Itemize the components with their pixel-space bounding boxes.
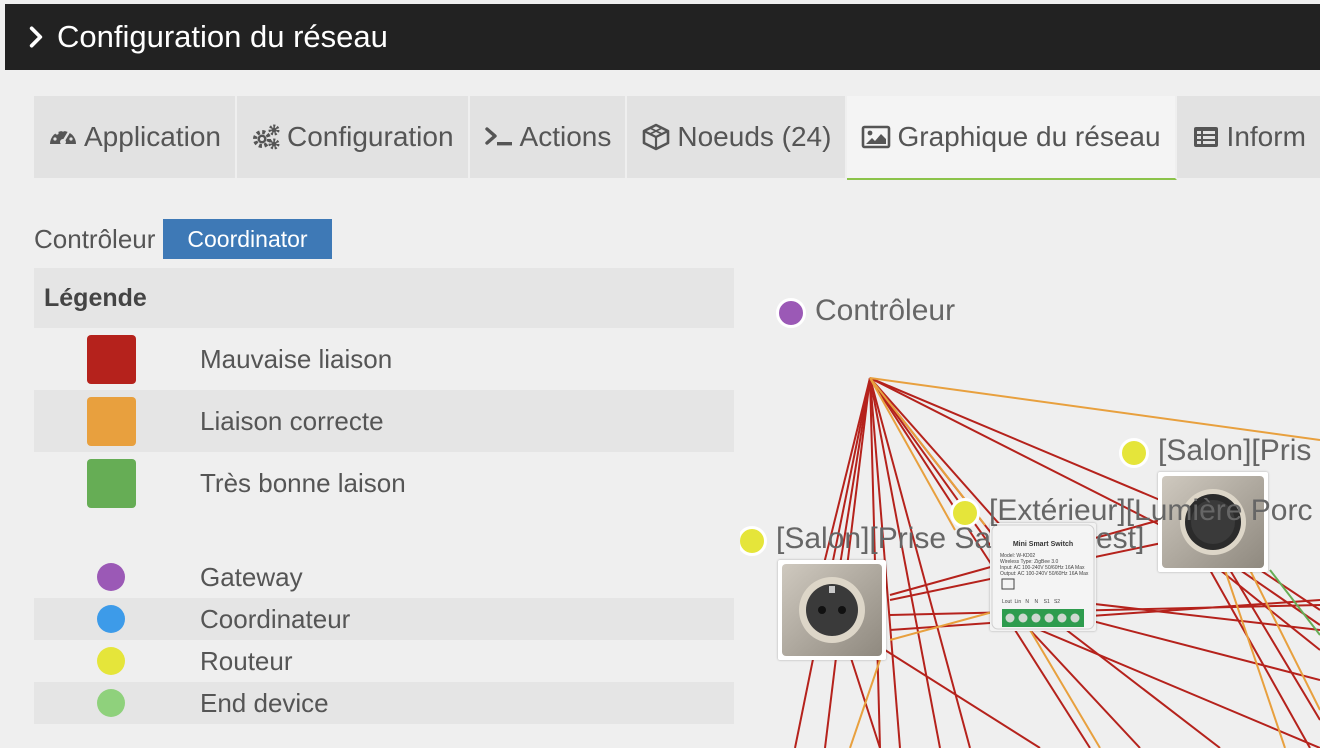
device-output: Output: AC 100-240V 50/60Hz 16A Max (1000, 571, 1089, 577)
controller-node-label: Contrôleur (815, 294, 956, 327)
legend-label: End device (200, 687, 329, 718)
node-type-dot (97, 689, 125, 717)
legend-row-correct-link: Liaison correcte (34, 390, 734, 452)
panel-header[interactable]: Configuration du réseau (5, 4, 1320, 70)
tab-actions[interactable]: Actions (469, 96, 628, 178)
router-node-label: [Extérieur][Lumière Porc (989, 494, 1313, 527)
node-type-dot (97, 647, 125, 675)
legend-row-end-device: End device (34, 682, 734, 724)
device-terminals: Lout Lin N N S1 S2 (1002, 599, 1061, 605)
network-graph[interactable]: Contrôleur [Salon][Pris (740, 270, 1320, 748)
legend-title: Légende (34, 268, 734, 328)
tab-bar: Application Configuration Actions (34, 96, 1320, 180)
router-node-dot[interactable] (1119, 438, 1149, 468)
legend-row-good-link: Très bonne laison (34, 452, 734, 514)
tab-configuration[interactable]: Configuration (236, 96, 470, 178)
smart-switch-icon (991, 524, 1095, 630)
legend-label: Coordinateur (200, 603, 351, 634)
tab-label: Actions (519, 121, 612, 152)
router-node-label-tail: est] (1096, 522, 1145, 555)
device-title: Mini Smart Switch (1012, 541, 1074, 548)
legend-label: Routeur (200, 645, 293, 676)
tab-label: Graphique du réseau (897, 121, 1161, 152)
tab-label: Application (84, 121, 221, 152)
router-node-label: [Salon][Pris (1158, 434, 1312, 467)
terminal-icon (484, 127, 512, 146)
tab-application[interactable]: Application (34, 96, 237, 178)
gauge-icon (50, 128, 76, 145)
tab-label: Inform (1226, 121, 1306, 152)
device-model: Model: W-KD02 (1000, 553, 1036, 559)
tab-informations[interactable]: Inform (1176, 96, 1320, 178)
legend-spacer (34, 514, 734, 556)
legend-row-gateway: Gateway (34, 556, 734, 598)
legend-row-bad-link: Mauvaise liaison (34, 328, 734, 390)
legend-panel: Légende Mauvaise liaison Liaison correct… (34, 268, 734, 724)
color-swatch (87, 396, 136, 446)
tab-label: Noeuds (24) (677, 121, 832, 152)
power-outlet-icon (782, 564, 882, 656)
legend-label: Liaison correcte (200, 405, 384, 436)
table-icon (1193, 127, 1218, 147)
outlet-device-image[interactable] (778, 560, 886, 660)
image-icon (862, 125, 891, 149)
legend-row-coordinator: Coordinateur (34, 598, 734, 640)
smart-switch-device-image[interactable]: Mini Smart Switch Model: W-KD02 Wireless… (990, 523, 1096, 631)
controller-label: Contrôleur (34, 223, 156, 254)
legend-label: Gateway (200, 561, 303, 592)
router-node-dot[interactable] (740, 526, 767, 556)
gears-icon (252, 124, 280, 150)
outlet-device-image[interactable] (1158, 472, 1268, 572)
color-swatch (87, 334, 136, 384)
controller-row: Contrôleur Coordinator (34, 219, 332, 259)
cube-icon (643, 123, 670, 151)
controller-badge: Coordinator (163, 219, 332, 259)
router-node-dot[interactable] (950, 498, 980, 528)
tab-graphique-du-reseau[interactable]: Graphique du réseau (847, 96, 1177, 180)
tab-label: Configuration (286, 121, 454, 152)
router-node-label: [Salon][Prise Sa (776, 522, 992, 555)
controller-node-dot[interactable] (776, 298, 806, 328)
power-outlet-icon (1162, 476, 1264, 568)
tab-noeuds[interactable]: Noeuds (24) (627, 96, 848, 178)
legend-label: Très bonne laison (200, 467, 406, 498)
node-type-dot (97, 563, 125, 591)
legend-row-router: Routeur (34, 640, 734, 682)
device-input: Input: AC 100-240V 50/60Hz 16A Max (1000, 565, 1085, 571)
chevron-right-icon (29, 26, 43, 48)
node-type-dot (97, 605, 125, 633)
panel-title: Configuration du réseau (57, 19, 388, 54)
device-wireless: Wireless Type: ZigBee 3.0 (1000, 559, 1059, 565)
legend-label: Mauvaise liaison (200, 343, 393, 374)
color-swatch (87, 458, 136, 508)
